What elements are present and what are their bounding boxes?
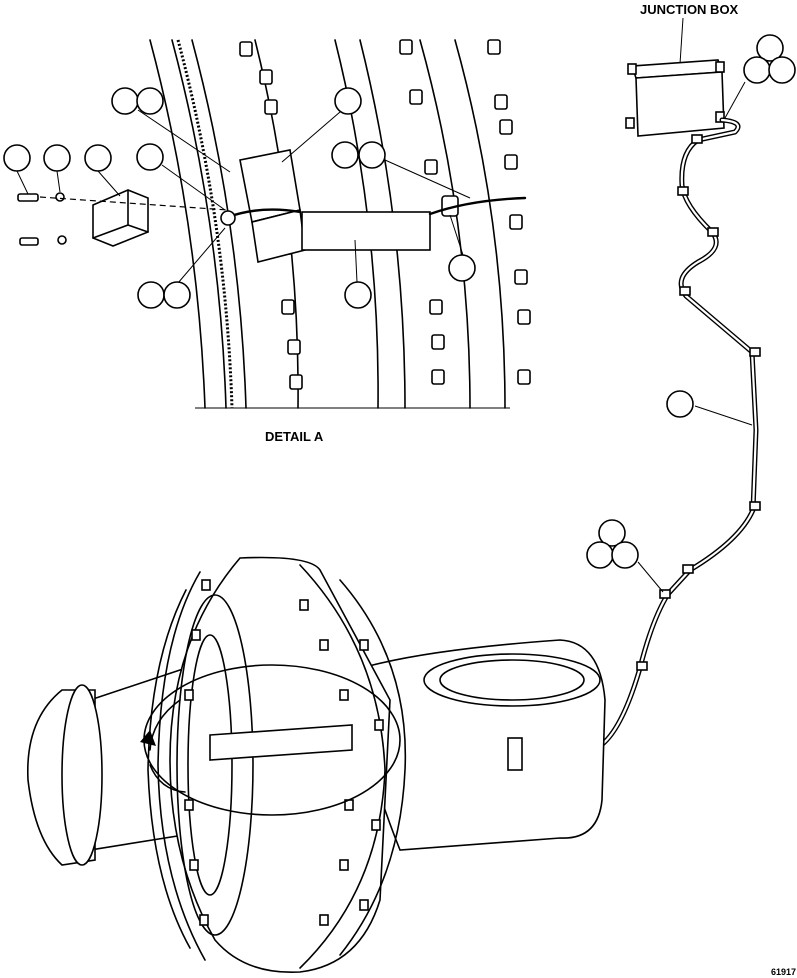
callout-bubble	[598, 519, 626, 547]
callout-bubble	[43, 144, 71, 172]
speed-sensor	[220, 210, 236, 226]
callout-bubble	[448, 254, 476, 282]
callout-bubble	[111, 87, 139, 115]
callout-bubble	[768, 56, 796, 84]
callout-bubble	[756, 34, 784, 62]
lockwasher	[55, 192, 65, 202]
callout-bubble	[3, 144, 31, 172]
bolt-heads	[239, 39, 531, 390]
drawing-number: 61917	[771, 967, 796, 977]
callout-bubble	[136, 87, 164, 115]
callout-bubble	[743, 56, 771, 84]
callout-bubble	[666, 390, 694, 418]
wheel-spindle-assembly	[26, 556, 606, 974]
callout-bubble	[611, 541, 639, 569]
callout-group-detail	[3, 87, 476, 309]
detail-a-label: DETAIL A	[265, 429, 324, 444]
callout-bubble	[334, 87, 362, 115]
callout-bubble	[586, 541, 614, 569]
junction-box	[625, 17, 725, 137]
sensor-cover	[92, 189, 149, 247]
callout-bubble	[136, 143, 164, 171]
callout-bubble	[358, 141, 386, 169]
callout-bubble	[163, 281, 191, 309]
callout-bubble	[344, 281, 372, 309]
sensor-cover-parts	[17, 189, 229, 247]
wheel-hub	[169, 556, 391, 974]
junction-box-label: JUNCTION BOX	[640, 2, 739, 17]
hub-bolts	[184, 579, 384, 926]
cap-screw	[17, 193, 39, 202]
callout-group-harness	[586, 390, 753, 593]
callout-bubble	[84, 144, 112, 172]
callout-group-junction	[724, 34, 796, 119]
callout-bubble	[331, 141, 359, 169]
clamp-band	[301, 211, 431, 251]
callout-bubble	[137, 281, 165, 309]
